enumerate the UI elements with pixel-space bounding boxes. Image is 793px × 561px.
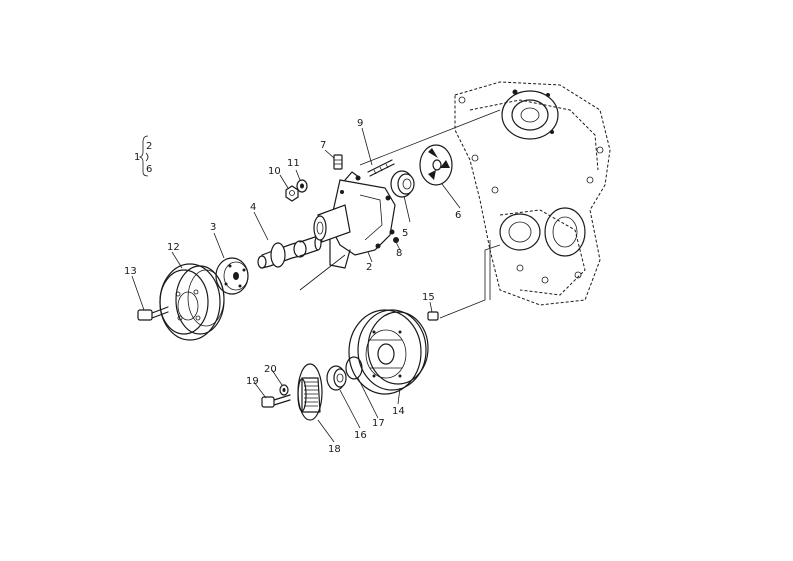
callout-11: 11: [287, 158, 300, 169]
callout-13: 13: [124, 266, 137, 277]
part-15-pin: [427, 311, 439, 321]
part-14-crank-pulley: [348, 309, 429, 395]
leader-lines: [131, 127, 461, 443]
part-16-spacer: [326, 365, 347, 391]
callout-6: 6: [455, 210, 461, 221]
part-8-bolt: [393, 237, 399, 243]
callout-12: 12: [167, 242, 180, 253]
part-5-seal: [390, 170, 415, 198]
legend-range-start: 2: [146, 141, 152, 152]
engine-block-outline: [454, 81, 611, 306]
callout-3: 3: [210, 222, 216, 233]
part-20-washer: [279, 384, 289, 396]
callout-18: 18: [328, 444, 341, 455]
part-19-bolt: [261, 394, 291, 408]
part-3-flange: [215, 257, 249, 295]
legend-brace: [138, 135, 149, 177]
callout-20: 20: [264, 364, 277, 375]
legend-range-end: 6: [146, 164, 152, 175]
part-4-shaft: [257, 235, 322, 269]
part-6-impeller: [419, 144, 453, 186]
callout-5: 5: [402, 228, 408, 239]
callout-14: 14: [392, 406, 405, 417]
callout-labels: 2 3 4 5 6 7 8 9 10 11 12 13 14 15 16 17 …: [124, 118, 461, 455]
part-10-nut: [285, 185, 299, 202]
callout-2: 2: [366, 262, 372, 273]
callout-15: 15: [422, 292, 435, 303]
legend-range-bracket: [145, 152, 149, 162]
callout-19: 19: [246, 376, 259, 387]
callout-4: 4: [250, 202, 256, 213]
part-12-pulley: [159, 263, 225, 341]
callout-7: 7: [320, 140, 326, 151]
callout-10: 10: [268, 166, 281, 177]
part-9-stud: [367, 159, 395, 177]
callout-9: 9: [357, 118, 363, 129]
part-11-washer: [296, 179, 308, 193]
callout-8: 8: [396, 248, 402, 259]
part-18-hub: [297, 363, 323, 421]
assembly-lines: [299, 109, 501, 319]
legend-group-number: 1: [134, 152, 140, 163]
part-7-stud: [333, 154, 343, 170]
callout-17: 17: [372, 418, 385, 429]
part-17-o-ring: [345, 356, 363, 380]
group-legend: 1 2 6: [134, 135, 152, 177]
part-2-pump-body: [313, 171, 396, 269]
callout-16: 16: [354, 430, 367, 441]
part-13-bolt: [137, 306, 169, 321]
